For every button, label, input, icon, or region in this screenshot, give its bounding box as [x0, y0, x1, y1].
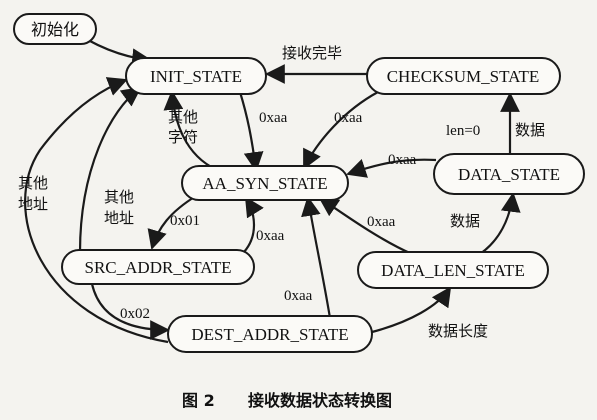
label-other-char-line2: 字符	[168, 128, 198, 146]
node-src-addr-state: SRC_ADDR_STATE	[61, 249, 255, 285]
node-data-len-state: DATA_LEN_STATE	[357, 251, 549, 289]
aa-syn-state-label: AA_SYN_STATE	[202, 174, 327, 193]
edge-dest-to-datalen	[371, 286, 452, 334]
edge-dest-to-init-other-addr	[24, 77, 169, 344]
label-other-addr-inner-line1: 其他	[104, 188, 134, 206]
node-aa-syn-state: AA_SYN_STATE	[181, 165, 349, 201]
figure-caption: 图 2 接收数据状态转换图	[182, 391, 392, 410]
caption-figure-number: 图 2	[182, 391, 215, 410]
label-dest-to-datalen: 数据长度	[428, 322, 488, 340]
edge-src-to-dest	[90, 283, 170, 340]
label-init-to-aa: 0xaa	[259, 110, 288, 126]
caption-title: 接收数据状态转换图	[248, 391, 392, 410]
label-data-to-aa: 0xaa	[388, 152, 417, 168]
data-state-label: DATA_STATE	[458, 165, 560, 184]
node-checksum-state: CHECKSUM_STATE	[366, 57, 561, 95]
label-src-to-dest: 0x02	[120, 306, 150, 322]
edge-aa-to-src	[147, 195, 197, 250]
edge-checksum-to-aa	[303, 91, 379, 170]
edge-init-to-init-state	[87, 39, 152, 69]
node-init-state: INIT_STATE	[125, 57, 267, 95]
edge-init-to-aa	[238, 91, 264, 172]
edge-src-to-aa	[243, 196, 264, 253]
label-other-addr-outer-line2: 地址	[18, 195, 48, 213]
node-dest-addr-state: DEST_ADDR_STATE	[167, 315, 373, 353]
label-datalen-to-data: 数据	[450, 212, 480, 230]
edge-datalen-to-data	[479, 192, 521, 255]
label-recv-done: 接收完毕	[282, 44, 342, 62]
label-src-to-aa: 0xaa	[256, 228, 285, 244]
node-data-state: DATA_STATE	[433, 153, 585, 195]
edge-datalen-to-aa	[318, 196, 413, 256]
dest-addr-state-label: DEST_ADDR_STATE	[191, 325, 348, 344]
label-dest-to-aa: 0xaa	[284, 288, 313, 304]
edges	[24, 39, 521, 344]
edge-labels: 接收完毕 其他 字符 0xaa 0xaa len=0 数据 0xaa 其他 地址…	[18, 44, 545, 340]
node-init: 初始化	[13, 13, 97, 45]
label-other-addr-outer-line1: 其他	[18, 174, 48, 192]
label-checksum-to-aa: 0xaa	[334, 110, 363, 126]
label-other-addr-inner-line2: 地址	[104, 209, 134, 227]
edge-data-to-aa	[346, 158, 437, 178]
label-other-char-line1: 其他	[168, 108, 198, 126]
data-len-state-label: DATA_LEN_STATE	[381, 261, 525, 280]
label-datalen-to-aa: 0xaa	[367, 214, 396, 230]
init-state-label: INIT_STATE	[150, 67, 242, 86]
init-label: 初始化	[31, 20, 79, 39]
edge-dest-to-aa	[301, 196, 332, 319]
src-addr-state-label: SRC_ADDR_STATE	[85, 258, 232, 277]
checksum-state-label: CHECKSUM_STATE	[387, 67, 540, 86]
label-data-upward: 数据	[515, 121, 545, 139]
label-aa-to-src: 0x01	[170, 213, 200, 229]
label-len0: len=0	[446, 123, 480, 139]
edge-src-to-init-other-addr	[78, 86, 142, 253]
